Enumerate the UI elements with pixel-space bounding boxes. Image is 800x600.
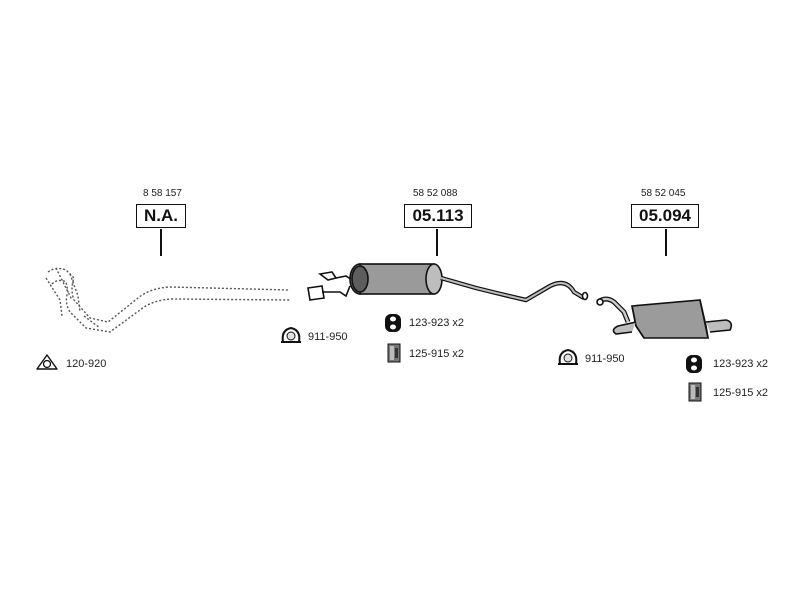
group-2-ref: 58 52 088 <box>413 188 458 199</box>
middle-silencer <box>307 263 589 303</box>
rear-clamp-label: 911-950 <box>585 353 625 365</box>
rubber-mount-icon <box>385 314 401 332</box>
bracket-icon <box>688 382 702 402</box>
front-pipe <box>45 267 291 333</box>
group-3-part-label[interactable]: 05.094 <box>631 204 699 228</box>
rear-silencer <box>596 296 733 339</box>
mid-clamp-label: 911-950 <box>308 331 348 343</box>
group-1-leader <box>160 229 162 256</box>
clamp-icon <box>558 348 578 365</box>
group-1-ref: 8 58 157 <box>143 188 182 199</box>
rear-rubber-label: 123-923 x2 <box>713 358 769 370</box>
gasket-icon <box>36 354 58 370</box>
group-3-ref: 58 52 045 <box>641 188 686 199</box>
rubber-mount-icon <box>686 355 702 373</box>
mid-bracket-label: 125-915 x2 <box>409 348 465 360</box>
group-1-part-label[interactable]: N.A. <box>136 204 186 228</box>
front-gasket-label: 120-920 <box>66 358 107 370</box>
clamp-icon <box>281 326 301 343</box>
group-2-part-label[interactable]: 05.113 <box>404 204 472 228</box>
bracket-icon <box>387 343 401 363</box>
group-2-leader <box>436 229 438 256</box>
group-3-leader <box>665 229 667 256</box>
rear-bracket-label: 125-915 x2 <box>713 387 769 399</box>
mid-rubber-label: 123-923 x2 <box>409 317 465 329</box>
